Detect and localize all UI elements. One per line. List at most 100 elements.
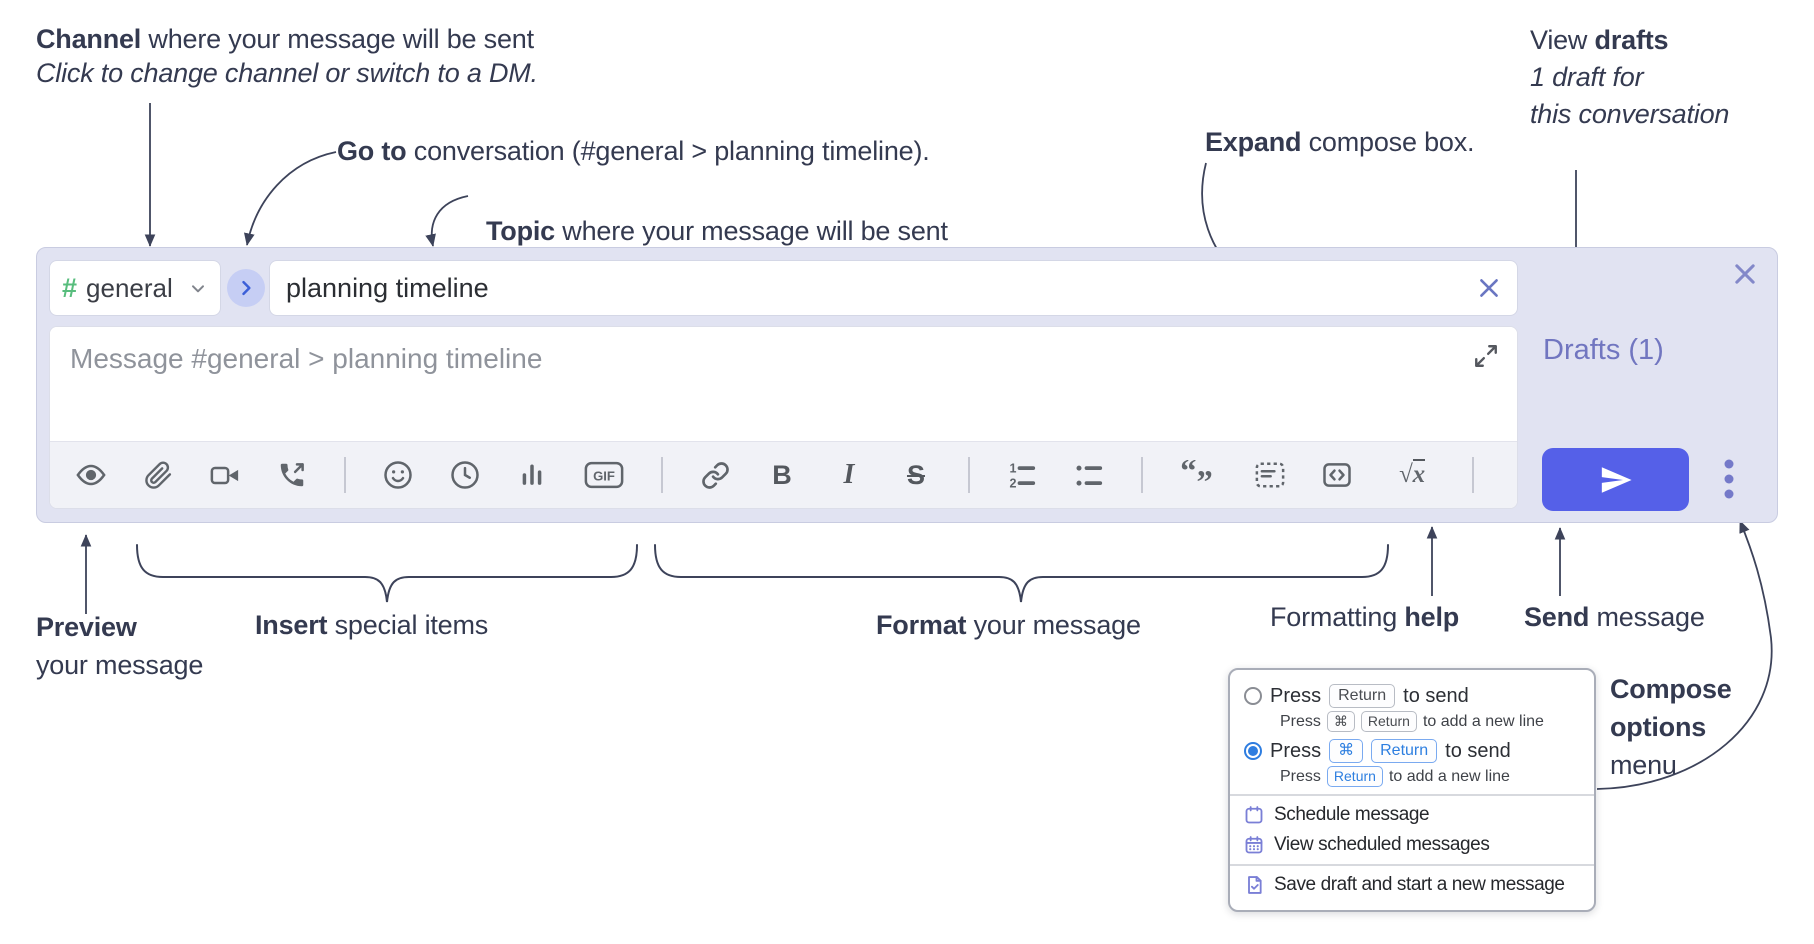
smiley-icon (384, 461, 412, 489)
note-preview: Preview your message (36, 612, 204, 680)
svg-text:1: 1 (1010, 462, 1017, 476)
bulleted-list-icon (1076, 465, 1103, 486)
toolbar-divider (1141, 457, 1143, 493)
audio-call-button[interactable] (277, 460, 307, 490)
note-channel: Channel where your message will be sent … (36, 24, 538, 88)
chevron-right-icon (242, 280, 251, 296)
key-cmd: ⌘ (1326, 711, 1355, 732)
note-compose-options: Compose options menu (1610, 674, 1732, 780)
menu-item-view-scheduled[interactable]: View scheduled messages (1244, 834, 1580, 856)
bulleted-list-button[interactable] (1074, 460, 1104, 490)
strikethrough-icon: S (906, 459, 925, 490)
svg-text:2: 2 (1010, 477, 1017, 491)
bold-icon: B (772, 459, 792, 490)
vertical-dots-icon (1724, 459, 1734, 499)
compose-options-menu: Press Return to send Press ⌘ Return to a… (1228, 668, 1596, 912)
code-button[interactable] (1322, 460, 1352, 490)
spoiler-button[interactable] (1255, 460, 1285, 490)
toolbar-divider (1472, 457, 1474, 493)
svg-text:“: “ (1180, 460, 1196, 489)
video-camera-icon (210, 466, 239, 484)
menu-item-save-draft[interactable]: Save draft and start a new message (1244, 874, 1580, 896)
paper-plane-icon (1601, 466, 1632, 493)
radio-unchecked[interactable] (1244, 687, 1262, 705)
note-insert: Insert special items (255, 610, 489, 640)
topic-input-box (269, 260, 1518, 316)
schedule-time-button[interactable] (450, 460, 480, 490)
compose-options-button[interactable] (1709, 451, 1749, 507)
option-enter-to-send-subtext: Press ⌘ Return to add a new line (1280, 711, 1580, 732)
clock-icon (451, 461, 479, 489)
brace-format (654, 544, 1389, 603)
latex-math-icon: √x (1398, 459, 1426, 488)
key-return: Return (1326, 766, 1383, 787)
line-goto (244, 151, 337, 246)
channel-name: general (86, 272, 173, 303)
spoiler-icon (1255, 462, 1285, 488)
channel-selector[interactable]: # general (49, 260, 221, 316)
send-button[interactable] (1542, 448, 1689, 511)
compose-box: # general (36, 247, 1778, 523)
drafts-link[interactable]: Drafts (1) (1543, 334, 1664, 366)
formatting-help-button[interactable]: ? (1511, 460, 1517, 490)
preview-button[interactable] (76, 460, 106, 490)
expand-diagonal-icon (1475, 345, 1497, 367)
message-input[interactable] (50, 327, 1517, 441)
bold-button[interactable]: B (767, 460, 797, 490)
numbered-list-button[interactable]: 1 2 (1007, 460, 1037, 490)
gif-button[interactable]: GIF (584, 460, 624, 490)
key-return: Return (1329, 684, 1396, 708)
go-to-conversation-button[interactable] (227, 269, 265, 307)
svg-text:”: ” (1197, 465, 1213, 491)
note-send: Send message (1524, 602, 1705, 632)
numbered-list-icon: 1 2 (1010, 462, 1036, 491)
note-goto: Go to conversation (#general > planning … (337, 136, 930, 166)
channel-hash-icon: # (62, 272, 78, 303)
key-cmd: ⌘ (1329, 739, 1364, 763)
eye-icon (76, 464, 106, 486)
option-cmd-enter-subtext: Press Return to add a new line (1280, 766, 1580, 787)
close-icon (1480, 279, 1498, 297)
save-draft-icon (1248, 876, 1262, 894)
expand-compose-button[interactable] (1469, 339, 1503, 373)
svg-text:GIF: GIF (593, 469, 615, 484)
topic-clear-button[interactable] (1469, 268, 1509, 308)
toolbar-divider (968, 457, 970, 493)
topic-input[interactable] (270, 272, 1469, 304)
option-cmd-enter-to-send[interactable]: Press ⌘ Return to send (1244, 739, 1580, 763)
chevron-down-icon (188, 278, 208, 298)
menu-item-schedule-message[interactable]: Schedule message (1244, 804, 1580, 826)
line-topic (425, 195, 469, 247)
toolbar-divider (661, 457, 663, 493)
italic-button[interactable]: I (834, 459, 864, 490)
toolbar-divider (344, 457, 346, 493)
message-box: GIF B I S 1 2 (49, 326, 1518, 509)
attach-file-button[interactable] (143, 460, 173, 490)
quote-button[interactable]: “ ” (1180, 460, 1218, 490)
brace-insert (136, 544, 638, 603)
key-return: Return (1371, 739, 1438, 763)
phone-call-icon (280, 463, 304, 487)
key-return: Return (1360, 711, 1417, 732)
radio-checked[interactable] (1244, 742, 1262, 760)
poll-button[interactable] (517, 460, 547, 490)
quote-icon: “ ” (1180, 460, 1213, 491)
gif-icon: GIF (584, 461, 624, 489)
bar-chart-icon (522, 464, 542, 485)
link-button[interactable] (700, 460, 730, 490)
note-view-drafts: View drafts 1 draft for this conversatio… (1530, 25, 1730, 129)
video-call-button[interactable] (210, 460, 240, 490)
strikethrough-button[interactable]: S (901, 460, 931, 490)
math-button[interactable]: √x (1389, 459, 1435, 490)
code-icon (1323, 463, 1351, 487)
link-icon (701, 461, 729, 489)
emoji-button[interactable] (383, 460, 413, 490)
option-enter-to-send[interactable]: Press Return to send (1244, 684, 1580, 708)
note-formatting-help: Formatting help (1270, 602, 1460, 632)
compose-toolbar: GIF B I S 1 2 (50, 441, 1517, 508)
menu-divider (1230, 794, 1594, 796)
calendar-icon (1245, 806, 1263, 824)
close-compose-button[interactable] (1727, 256, 1763, 292)
note-topic: Topic where your message will be sent (486, 216, 948, 246)
